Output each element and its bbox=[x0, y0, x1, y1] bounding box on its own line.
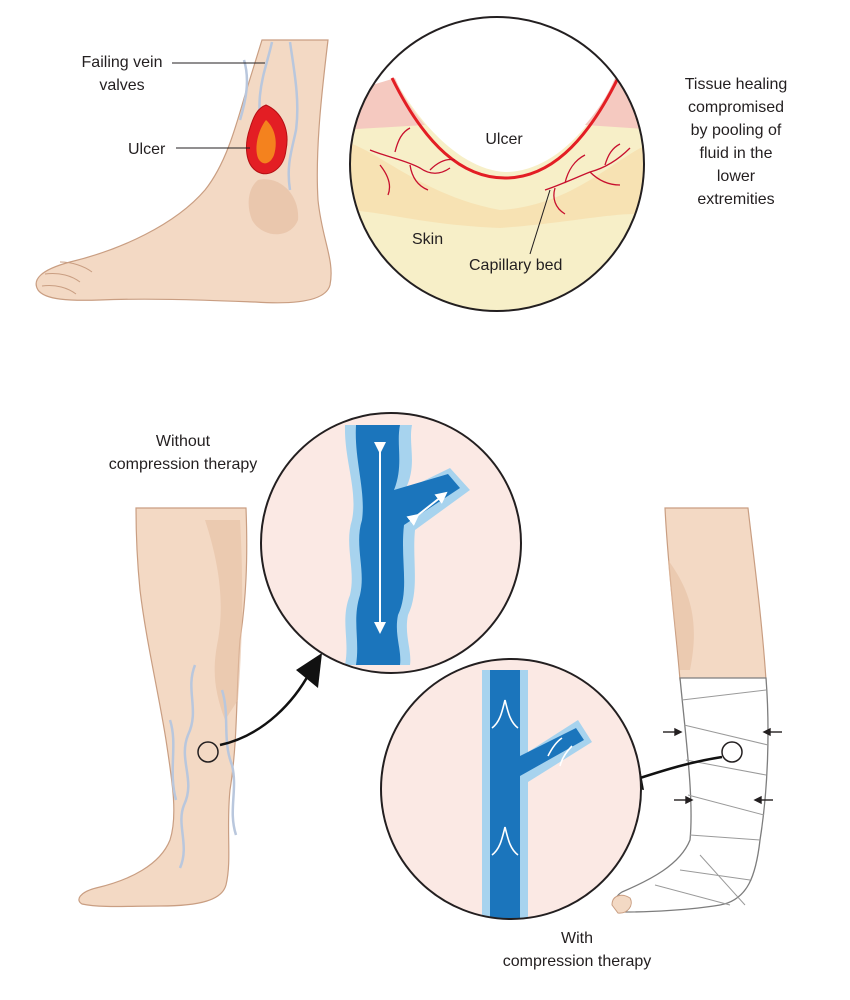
capillary-bed-right bbox=[544, 143, 631, 215]
ulcer-label: Ulcer bbox=[128, 141, 166, 158]
tissue-band bbox=[350, 140, 644, 228]
vein-zoom-with-compression bbox=[380, 658, 642, 920]
with-compression-label-line1: With bbox=[561, 930, 593, 947]
with-compression-label-line2: compression therapy bbox=[503, 953, 652, 970]
left-leg-focus-marker bbox=[197, 741, 219, 763]
without-compression-label-line1: Without bbox=[156, 433, 211, 450]
top-foot-illustration bbox=[35, 39, 332, 304]
compression-bandage bbox=[614, 677, 769, 913]
ulcer-core-icon bbox=[256, 120, 276, 164]
healthy-vein-lumen bbox=[490, 670, 584, 919]
left-leg-shadow bbox=[205, 520, 243, 720]
capillary-leader bbox=[529, 189, 551, 255]
caption-line-4: fluid in the bbox=[700, 145, 773, 162]
backflow-arrow-branch-icon bbox=[406, 491, 448, 526]
top-foot bbox=[35, 39, 332, 304]
right-leg-focus-marker bbox=[721, 741, 743, 763]
toe-icon bbox=[611, 894, 632, 914]
toe-lines bbox=[41, 261, 93, 295]
caption-line-3: by pooling of bbox=[691, 122, 782, 139]
zoom-arrow-up-icon bbox=[219, 671, 312, 747]
capillary-bed-label: Capillary bed bbox=[469, 257, 562, 274]
closed-valves-icon bbox=[491, 699, 573, 856]
vein-zoom-without-compression bbox=[260, 412, 522, 674]
caption-line-6: extremities bbox=[697, 191, 774, 208]
ulcer-crater-edge bbox=[390, 77, 620, 180]
capillary-bed-left bbox=[369, 127, 456, 196]
skin-label: Skin bbox=[412, 231, 443, 248]
zoom-arrow-left-icon bbox=[639, 755, 723, 780]
bandage-wrap-lines bbox=[654, 689, 769, 906]
zoom-arrow-up-head-icon bbox=[296, 653, 322, 688]
caption-line-5: lower bbox=[717, 168, 756, 185]
zoom-circle-outline bbox=[349, 16, 645, 312]
caption: Tissue healing compromised by pooling of… bbox=[685, 76, 788, 208]
leg-with-compression bbox=[611, 507, 782, 914]
failing-valves-label-line2: valves bbox=[99, 77, 144, 94]
compression-arrows-icon bbox=[663, 727, 782, 805]
without-compression-label-line2: compression therapy bbox=[109, 456, 258, 473]
failing-valves-label-line1: Failing vein bbox=[82, 54, 163, 71]
caption-line-2: compromised bbox=[688, 99, 784, 116]
leg-without-compression bbox=[78, 507, 322, 908]
zoom-ulcer-label: Ulcer bbox=[485, 131, 523, 148]
caption-line-1: Tissue healing bbox=[685, 76, 788, 93]
right-leg-shadow bbox=[668, 560, 694, 670]
ankle-bone-shadow bbox=[248, 179, 299, 235]
varicose-veins-icon bbox=[168, 664, 238, 869]
